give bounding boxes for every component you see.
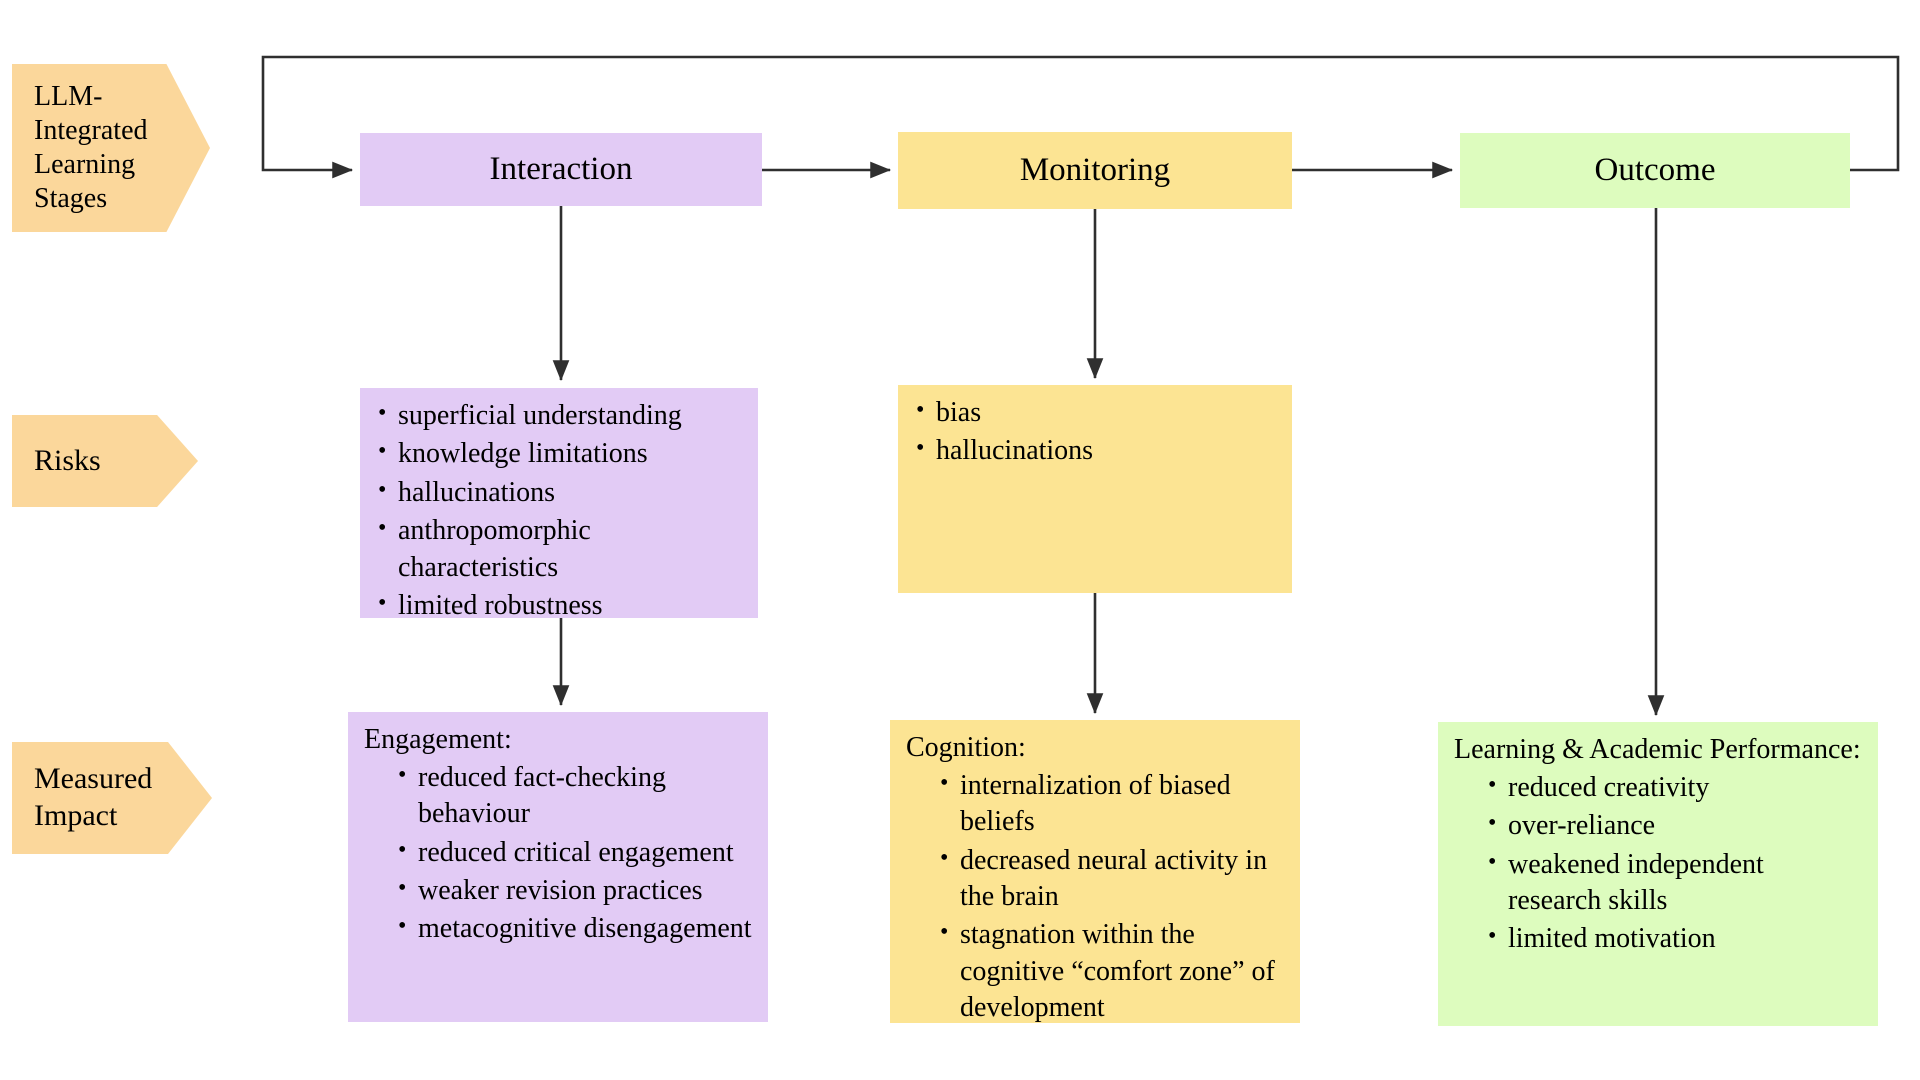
impact-list-learning: reduced creativityover-relianceweakened … [1454,769,1864,958]
list-item: decreased neural activity in the brain [938,842,1286,916]
stage-title: Monitoring [1019,152,1171,189]
list-item: knowledge limitations [376,435,744,472]
row-label-text: Measured Impact [34,762,153,832]
impact-heading: Cognition: [906,732,1026,763]
list-item: stagnation within the cognitive “comfort… [938,916,1286,1026]
list-item: weakened independent research skills [1486,846,1864,920]
list-item: limited motivation [1486,920,1864,957]
row-label-llm-integrated-learning-stages: LLM- Integrated Learning Stages [12,64,210,232]
row-label-risks: Risks [12,415,198,507]
list-item: hallucinations [376,474,744,511]
impact-box-cognition[interactable]: Cognition: internalization of biased bel… [890,720,1300,1023]
list-item: metacognitive disengagement [396,910,754,947]
stage-title: Interaction [489,151,633,188]
list-item: internalization of biased beliefs [938,767,1286,841]
list-item: superficial understanding [376,397,744,434]
impact-list-cognition: internalization of biased beliefsdecreas… [906,767,1286,1027]
list-item: reduced critical engagement [396,834,754,871]
stage-box-interaction[interactable]: Interaction [360,133,762,206]
stage-box-outcome[interactable]: Outcome [1460,133,1850,208]
list-item: reduced fact-checking behaviour [396,759,754,833]
row-label-text: Risks [34,443,101,477]
row-label-measured-impact: Measured Impact [12,742,212,854]
row-label-text: LLM- Integrated Learning Stages [34,80,148,215]
list-item: over-reliance [1486,807,1864,844]
list-item: anthropomorphic characteristics [376,512,744,586]
impact-box-engagement[interactable]: Engagement: reduced fact-checking behavi… [348,712,768,1022]
risks-box-interaction[interactable]: superficial understandingknowledge limit… [360,388,758,621]
risks-box-monitoring[interactable]: biashallucinations [898,385,1292,593]
list-item: weaker revision practices [396,872,754,909]
stage-box-monitoring[interactable]: Monitoring [898,132,1292,209]
impact-list-engagement: reduced fact-checking behaviourreduced c… [364,759,754,948]
stage-title: Outcome [1594,152,1716,189]
impact-heading: Engagement: [364,724,512,755]
risks-list-interaction: superficial understandingknowledge limit… [376,397,744,624]
impact-heading: Learning & Academic Performance: [1454,734,1861,765]
list-item: bias [914,394,1278,431]
risks-list-monitoring: biashallucinations [914,394,1278,470]
list-item: hallucinations [914,432,1278,469]
list-item: reduced creativity [1486,769,1864,806]
impact-box-learning-academic-performance[interactable]: Learning & Academic Performance: reduced… [1438,722,1878,1026]
list-item: limited robustness [376,587,744,624]
